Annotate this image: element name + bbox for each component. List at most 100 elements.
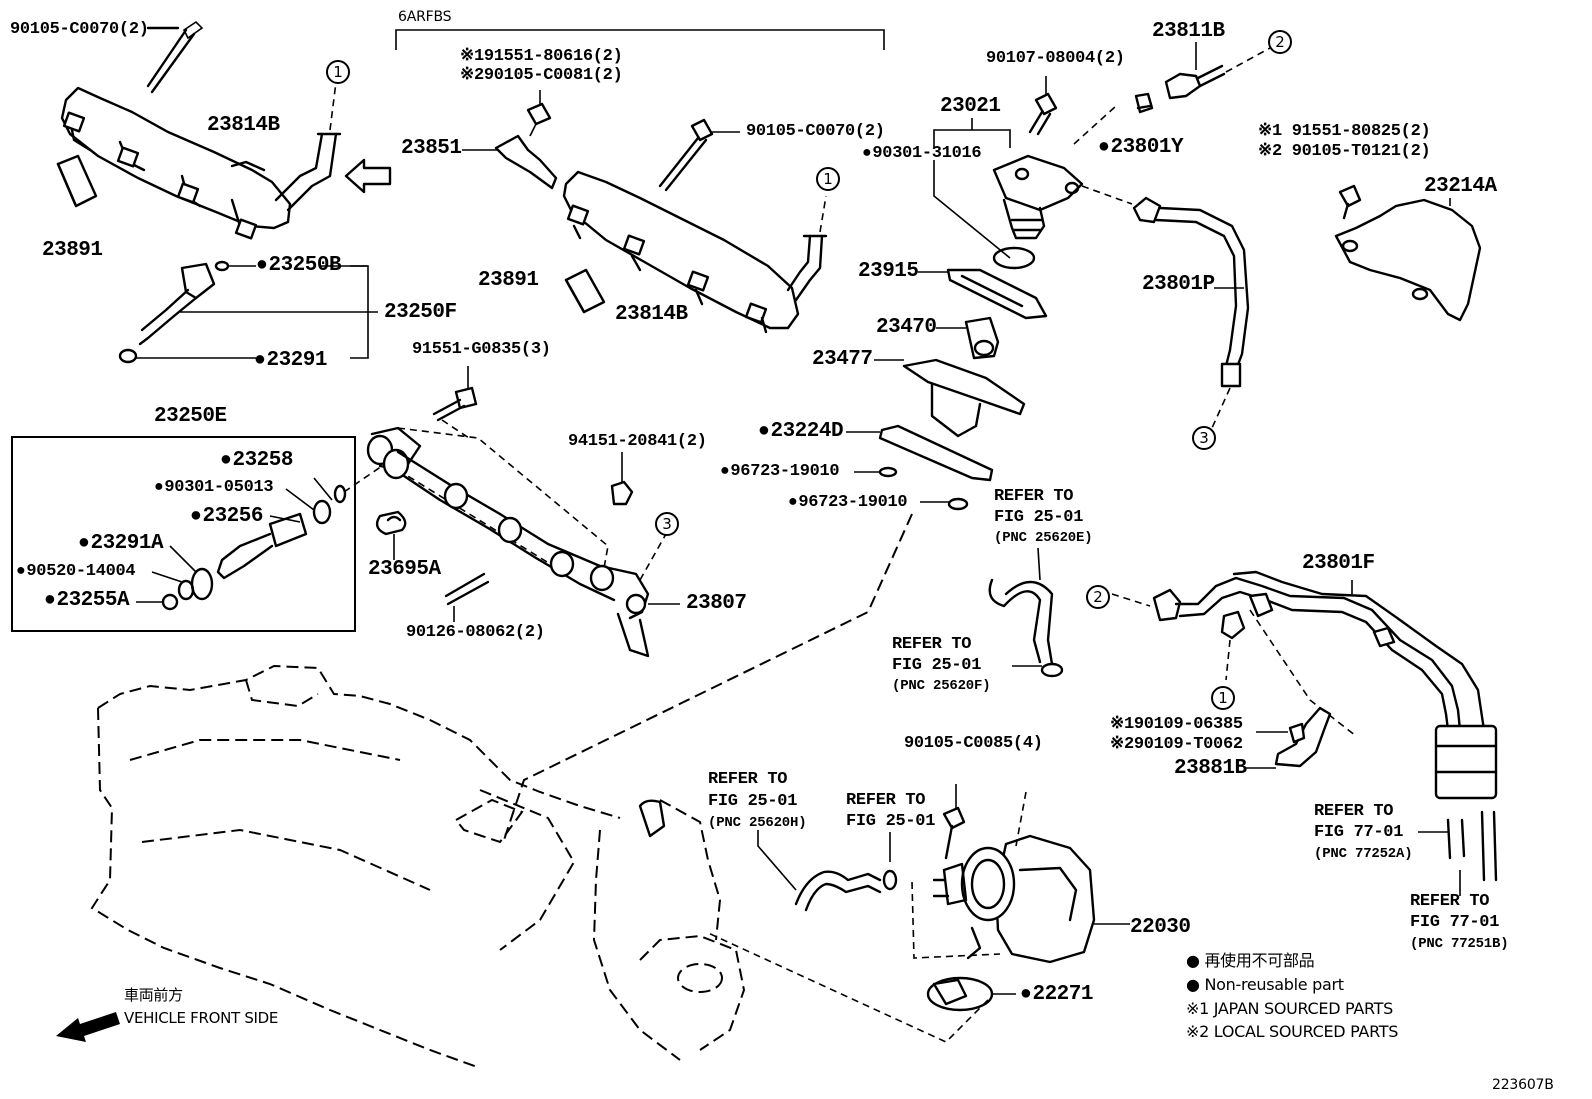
part-label: 23801P bbox=[1142, 273, 1215, 296]
part-label: 90107-08004(2) bbox=[986, 49, 1125, 68]
part-label: 23021 bbox=[940, 95, 1001, 118]
legend-nonreusable-text: Non-reusable part bbox=[1204, 975, 1344, 994]
part-label: FIG 77-01 bbox=[1410, 913, 1500, 932]
injector-kit-icon bbox=[136, 465, 383, 611]
clip-icon bbox=[375, 510, 407, 560]
part-label: REFER TO bbox=[994, 487, 1074, 506]
part-label: 23250B bbox=[256, 255, 341, 276]
bolt-icon bbox=[432, 366, 478, 441]
bolt-icon bbox=[146, 20, 204, 94]
part-label: 23851 bbox=[401, 137, 462, 160]
bullet-icon: ● bbox=[1186, 975, 1200, 994]
part-label: REFER TO bbox=[846, 791, 926, 810]
part-label: 90301-05013 bbox=[154, 479, 273, 496]
part-label: 90105-C0070(2) bbox=[10, 20, 149, 39]
hose-icon bbox=[988, 547, 1064, 678]
part-label: 23291A bbox=[78, 533, 163, 554]
part-label: REFER TO bbox=[708, 770, 788, 789]
part-label: 22271 bbox=[1020, 984, 1093, 1005]
part-label: 90105-C0085(4) bbox=[904, 734, 1043, 753]
part-label: (PNC 25620F) bbox=[892, 678, 991, 694]
lifter-icon bbox=[936, 316, 1000, 360]
part-label: 23291 bbox=[254, 350, 327, 371]
part-label: REFER TO bbox=[1410, 892, 1490, 911]
bracket-icon bbox=[462, 90, 558, 190]
connector-line bbox=[819, 195, 827, 233]
part-label: FIG 25-01 bbox=[846, 812, 936, 831]
part-label: 23250F bbox=[384, 301, 457, 324]
legend-local-sourced: ※2 LOCAL SOURCED PARTS bbox=[1186, 1022, 1399, 1041]
o-ring-icon bbox=[854, 466, 969, 511]
vehicle-front-en: VEHICLE FRONT SIDE bbox=[124, 1009, 279, 1027]
arrow-icon bbox=[344, 158, 392, 194]
connector-marker-3: 3 bbox=[655, 512, 679, 536]
part-label: 6ARFBS bbox=[398, 9, 452, 25]
part-label: 23477 bbox=[812, 348, 873, 371]
fitting-icon bbox=[1164, 42, 1271, 100]
delivery-pipe-icon bbox=[366, 426, 680, 658]
gasket-icon bbox=[918, 268, 1048, 320]
legend-japan-sourced: ※1 JAPAN SOURCED PARTS bbox=[1186, 999, 1394, 1018]
part-label: REFER TO bbox=[892, 635, 972, 654]
part-label: 23881B bbox=[1174, 757, 1247, 780]
figure-id: 223607B bbox=[1492, 1077, 1554, 1093]
part-label: ※2 90105-T0121(2) bbox=[1258, 142, 1431, 161]
gasket-icon bbox=[926, 976, 1016, 1012]
part-label: FIG 25-01 bbox=[708, 792, 798, 811]
fuel-pump-icon bbox=[933, 105, 1133, 270]
stud-bolt-icon bbox=[444, 572, 490, 622]
connector-marker-1: 1 bbox=[816, 167, 840, 191]
guide-line bbox=[503, 513, 913, 841]
part-label: 23801F bbox=[1302, 552, 1375, 575]
variant-bracket bbox=[395, 29, 885, 50]
injector-kit-box bbox=[11, 436, 356, 632]
connector-marker-3: 3 bbox=[1192, 426, 1216, 450]
part-label: 23224D bbox=[758, 421, 843, 442]
part-label: 96723-19010 bbox=[720, 463, 839, 480]
spacer-icon bbox=[56, 154, 98, 208]
part-label: FIG 77-01 bbox=[1314, 823, 1404, 842]
part-label: 23250E bbox=[154, 405, 227, 428]
nut-icon bbox=[610, 452, 634, 506]
connector-marker-1: 1 bbox=[1211, 686, 1235, 710]
part-label: 23811B bbox=[1152, 20, 1225, 43]
protector-icon bbox=[1246, 706, 1332, 769]
throttle-body-icon bbox=[705, 784, 1130, 1043]
bolt-icon bbox=[658, 118, 740, 192]
legend-jp-text: 再使用不可部品 bbox=[1204, 951, 1315, 970]
part-label: (PNC 25620H) bbox=[708, 815, 807, 831]
part-label: 91551-G0835(3) bbox=[412, 340, 551, 359]
engine-block-icon bbox=[90, 664, 746, 1069]
part-label: 23814B bbox=[615, 303, 688, 326]
part-label: 23891 bbox=[478, 269, 539, 292]
fuel-pipe-icon bbox=[1111, 570, 1498, 800]
part-label: FIG 25-01 bbox=[994, 508, 1084, 527]
fuel-rail-icon bbox=[562, 170, 828, 334]
part-label: (PNC 77251B) bbox=[1410, 936, 1509, 952]
fuel-pipe-icon bbox=[1132, 196, 1250, 429]
part-label: 90301-31016 bbox=[862, 145, 981, 162]
part-label: 23258 bbox=[220, 450, 293, 471]
part-label: 23814B bbox=[207, 114, 280, 137]
part-label: REFER TO bbox=[1314, 802, 1394, 821]
part-label: 90126-08062(2) bbox=[406, 623, 545, 642]
part-label: 23915 bbox=[858, 260, 919, 283]
front-arrow-icon bbox=[56, 1012, 120, 1042]
part-label: (PNC 77252A) bbox=[1314, 846, 1413, 862]
part-label: 23470 bbox=[876, 316, 937, 339]
part-label: ※290105-C0081(2) bbox=[460, 66, 623, 85]
part-label: 96723-19010 bbox=[788, 494, 907, 511]
part-label: 23801Y bbox=[1098, 137, 1183, 158]
injector-icon bbox=[118, 260, 378, 364]
part-label: ※1 91551-80825(2) bbox=[1258, 122, 1431, 141]
nut-icon bbox=[1134, 92, 1154, 114]
bullet-icon: ● bbox=[1186, 951, 1200, 970]
part-label: 23891 bbox=[42, 239, 103, 262]
connector-marker-1: 1 bbox=[326, 60, 350, 84]
part-label: 23256 bbox=[190, 506, 263, 527]
part-label: ※190109-06385 bbox=[1110, 715, 1243, 734]
legend-nonreusable: ● Non-reusable part bbox=[1186, 977, 1344, 993]
insulator-icon bbox=[874, 358, 1026, 438]
vehicle-front-jp: 車両前方 bbox=[124, 986, 183, 1004]
